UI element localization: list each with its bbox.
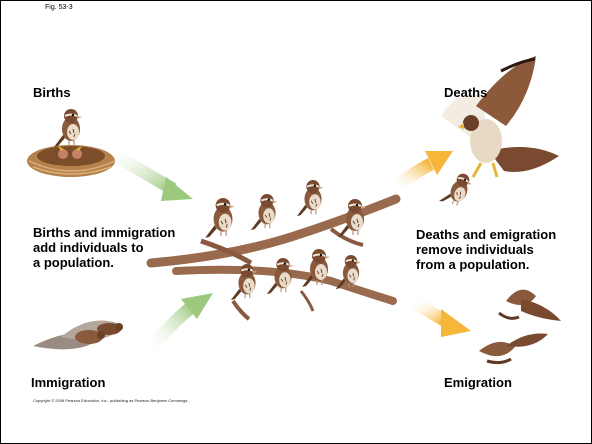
inflow-caption-line: add individuals to — [33, 240, 175, 255]
inflow-caption: Births and immigration add individuals t… — [33, 225, 175, 270]
caught-sparrow — [439, 169, 474, 210]
immigrating-sparrows — [33, 321, 123, 350]
inflow-caption-line: Births and immigration — [33, 225, 175, 240]
immigration-label: Immigration — [31, 375, 105, 390]
emigration-outflow-arrow — [413, 301, 471, 337]
births-inflow-arrow — [106, 149, 193, 201]
outflow-caption-line: from a population. — [416, 257, 556, 272]
outflow-caption: Deaths and emigration remove individuals… — [416, 227, 556, 272]
emigration-label: Emigration — [444, 375, 512, 390]
deaths-outflow-arrow — [393, 151, 453, 189]
emigrating-sparrows — [479, 290, 561, 363]
births-label: Births — [33, 85, 71, 100]
hawk — [441, 56, 559, 177]
deaths-label: Deaths — [444, 85, 487, 100]
copyright-notice: Copyright © 2008 Pearson Education, Inc.… — [33, 398, 188, 403]
outflow-caption-line: remove individuals — [416, 242, 556, 257]
immigration-inflow-arrow — [149, 293, 213, 351]
outflow-caption-line: Deaths and emigration — [416, 227, 556, 242]
inflow-caption-line: a population. — [33, 255, 175, 270]
nest-with-chicks — [27, 109, 115, 177]
